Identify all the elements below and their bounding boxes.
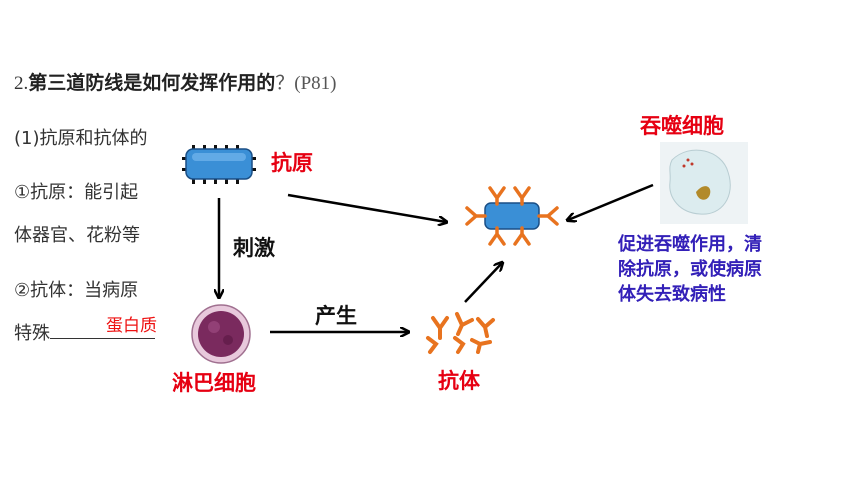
lymphocyte-icon	[191, 304, 251, 364]
page-reference: ？(P81)	[275, 73, 337, 94]
label-phagocyte: 吞噬细胞	[640, 114, 724, 138]
text-line-2: ①抗原：能引起	[14, 182, 139, 203]
arrow-antigen-to-complex	[287, 193, 446, 222]
label-produce: 产生	[315, 304, 357, 328]
text-line-3: 体器官、花粉等	[14, 225, 140, 246]
label-antibody: 抗体	[438, 369, 480, 393]
antigen-antibody-complex-icon	[465, 186, 559, 246]
text-line-4: ②抗体：当病原	[14, 280, 139, 301]
text-line-5: 特殊	[14, 319, 155, 345]
phagocyte-icon	[660, 142, 748, 224]
phagocyte-function-text: 促进吞噬作用，清除抗原，或使病原体失去致病性	[618, 234, 762, 305]
question-text: 第三道防线是如何发挥作用的	[28, 72, 276, 94]
question-number: 2.	[14, 73, 29, 94]
answer-text: 蛋白质	[106, 316, 157, 336]
answer-blank	[50, 324, 155, 339]
antibody-icon	[426, 312, 495, 354]
label-stimulate: 刺激	[233, 236, 275, 260]
question-title: 2.第三道防线是如何发挥作用的？(P81)	[14, 68, 337, 95]
arrow-antibody-to-complex	[464, 263, 502, 303]
label-antigen: 抗原	[271, 151, 313, 175]
text-line-5-prefix: 特殊	[14, 323, 50, 344]
text-line-1: (1)抗原和抗体的	[14, 128, 148, 149]
label-lymphocyte: 淋巴细胞	[172, 371, 256, 395]
arrow-phagocyte-to-complex	[568, 183, 654, 220]
antigen-icon	[182, 145, 256, 184]
